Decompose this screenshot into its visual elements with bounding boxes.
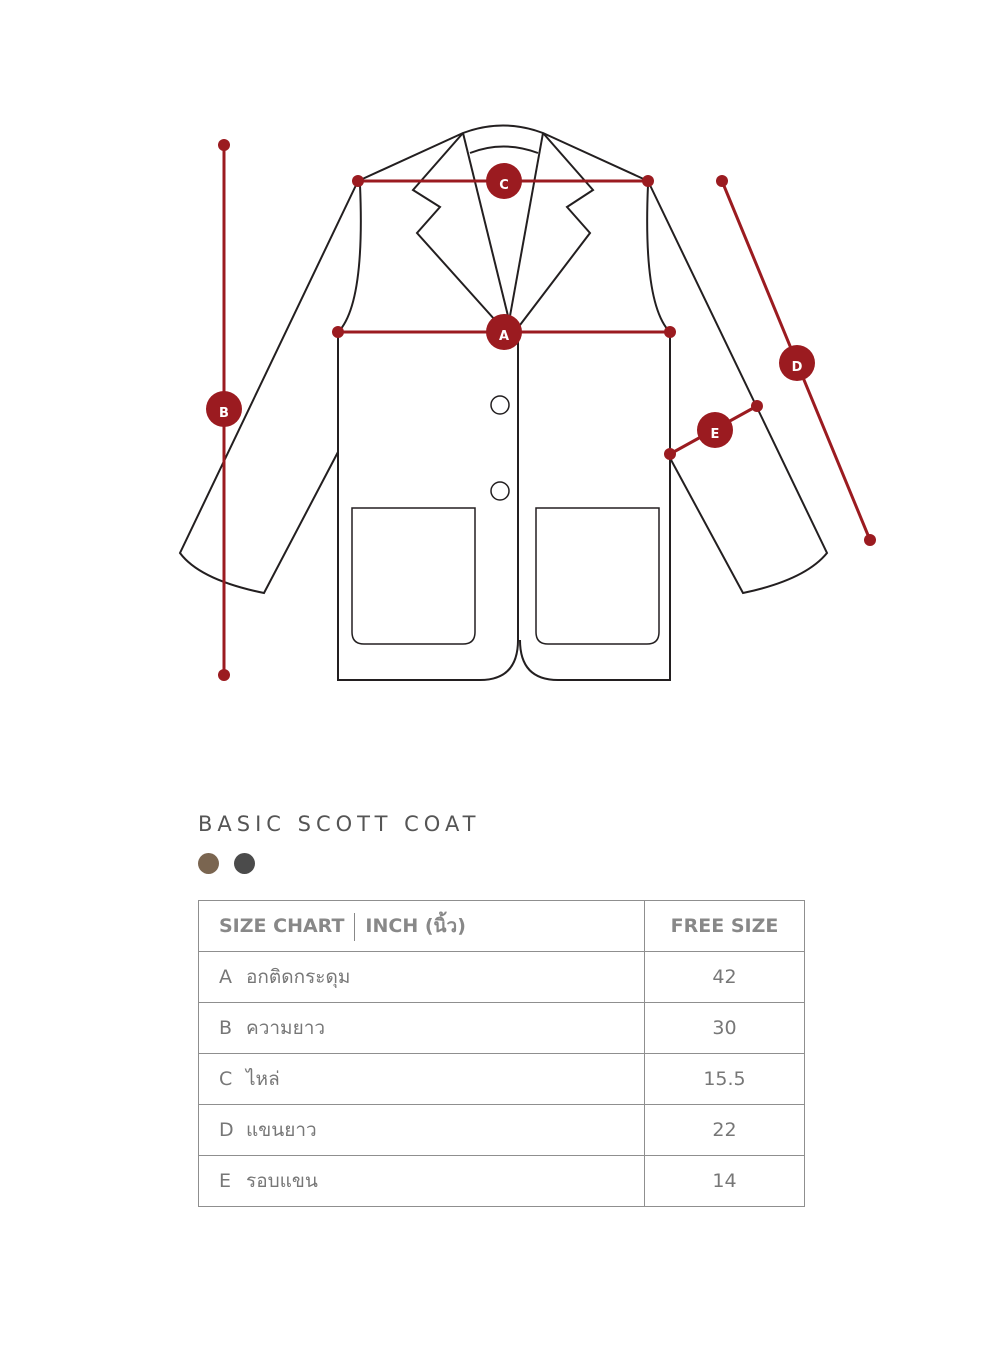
svg-text:C: C (499, 178, 509, 193)
product-title: BASIC SCOTT COAT (198, 812, 481, 836)
measurement-lines (218, 139, 876, 681)
color-swatch-brown[interactable] (198, 853, 219, 874)
svg-text:B: B (219, 406, 229, 421)
table-header: SIZE CHART INCH (นิ้ว) FREE SIZE (198, 900, 805, 952)
svg-text:E: E (711, 427, 720, 442)
svg-text:A: A (499, 329, 509, 344)
marker-a: A (486, 314, 522, 350)
size-heading: FREE SIZE (644, 900, 805, 952)
unit-heading: INCH (นิ้ว) (365, 915, 466, 937)
button-top (490, 395, 510, 415)
marker-e: E (697, 412, 733, 448)
coat-diagram: A B C D E (178, 124, 876, 681)
marker-b: B (206, 391, 242, 427)
marker-c: C (486, 163, 522, 199)
size-chart-heading: SIZE CHART (219, 915, 345, 937)
marker-d: D (779, 345, 815, 381)
color-swatch-charcoal[interactable] (234, 853, 255, 874)
svg-text:D: D (792, 360, 803, 375)
coat-outline (178, 124, 829, 681)
button-bottom (490, 481, 510, 501)
divider (354, 912, 356, 941)
